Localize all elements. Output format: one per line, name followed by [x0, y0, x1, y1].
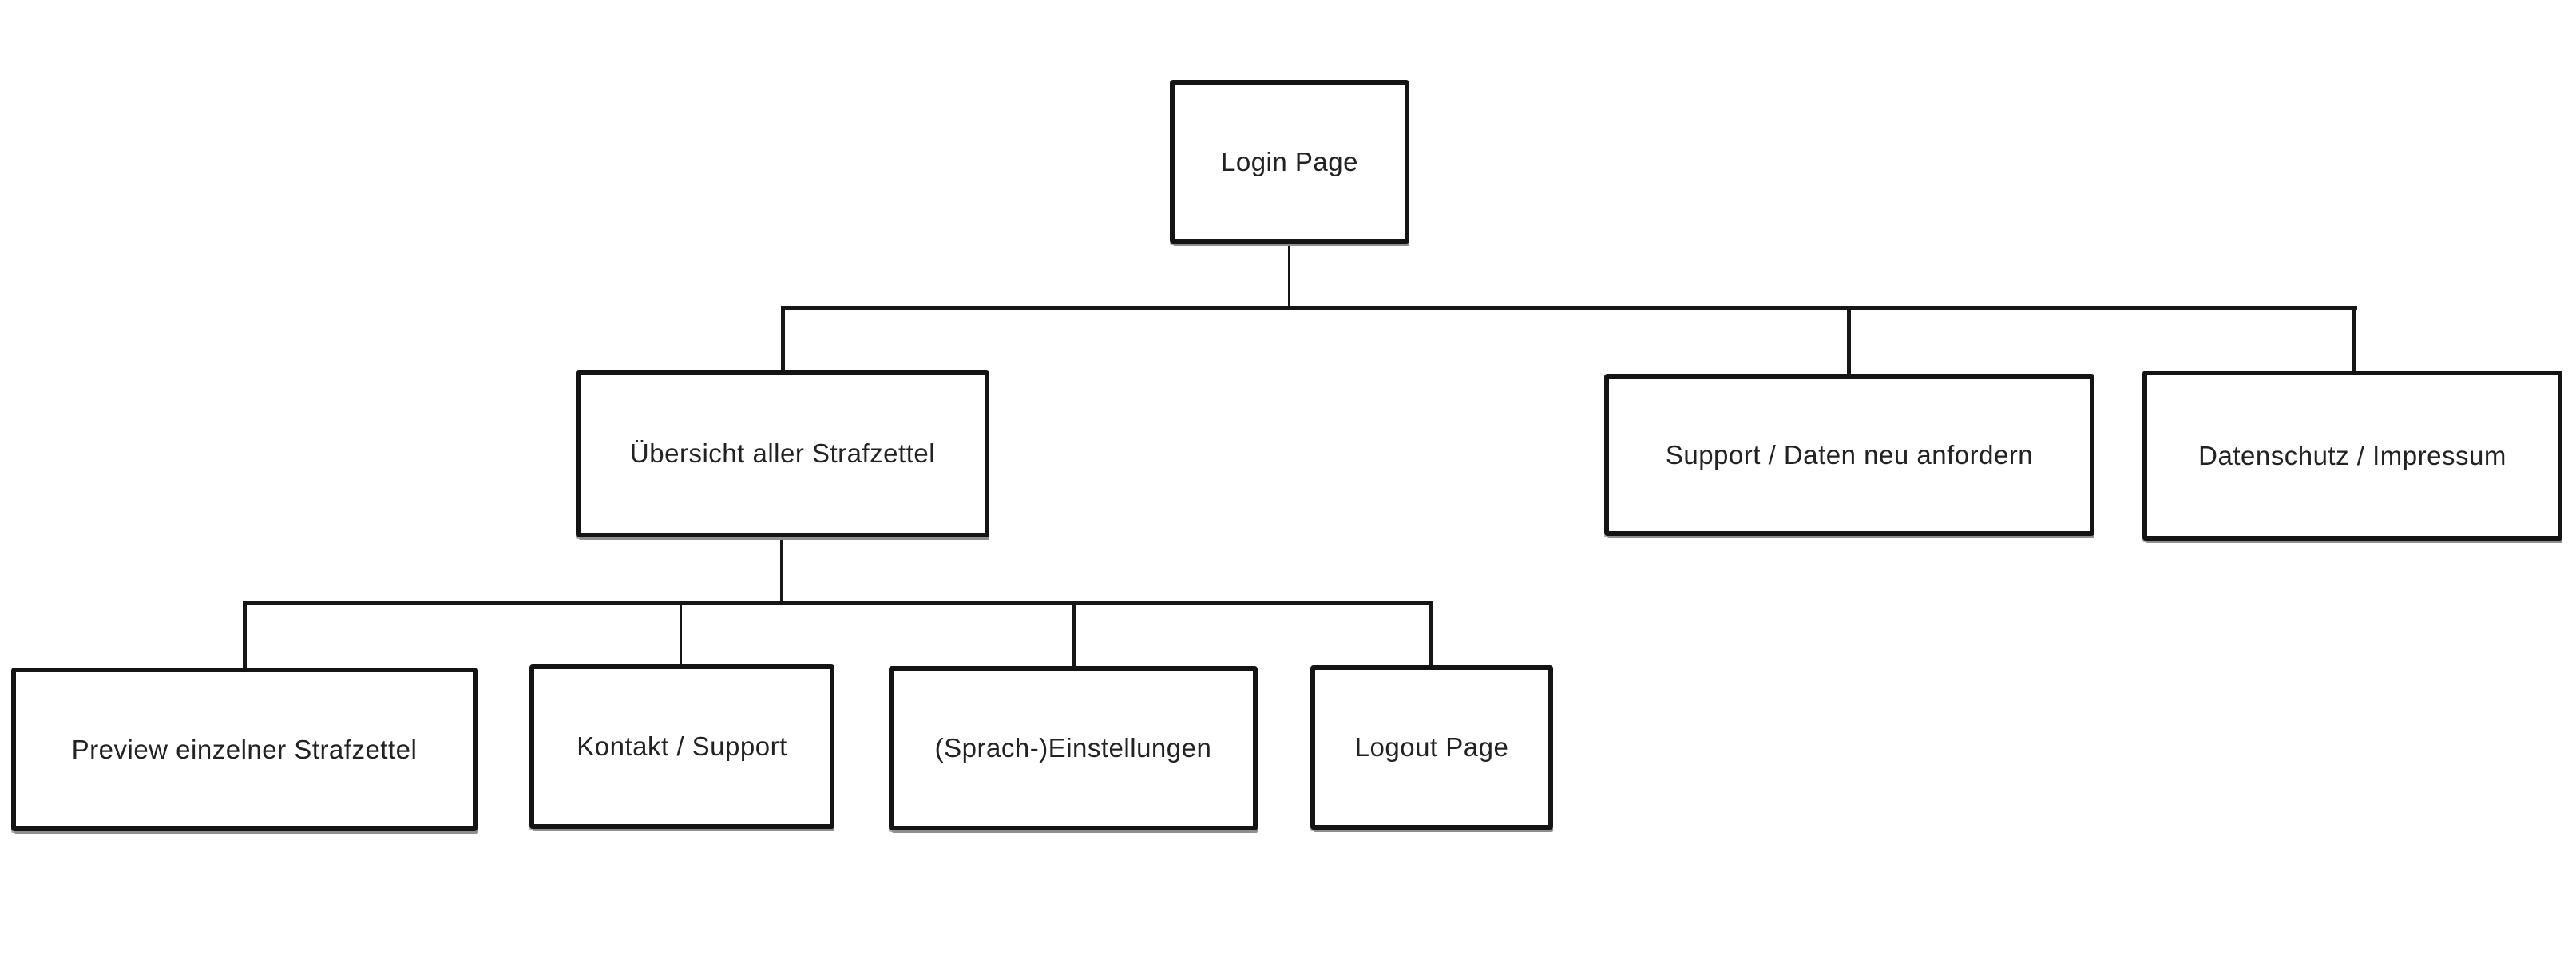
node-datenschutz-impressum[interactable]: Datenschutz / Impressum — [2142, 371, 2562, 541]
node-kontakt-support[interactable]: Kontakt / Support — [529, 664, 834, 829]
connector-login-stem — [1288, 242, 1290, 309]
node-sprach-label: (Sprach-)Einstellungen — [934, 733, 1212, 763]
node-preview-label: Preview einzelner Strafzettel — [71, 734, 418, 764]
node-datenschutz-label: Datenschutz / Impressum — [2198, 440, 2507, 470]
connector-drop-logout — [1429, 601, 1433, 668]
connector-drop-sprach — [1072, 601, 1076, 668]
connector-drop-support — [1847, 306, 1851, 376]
connector-drop-preview — [243, 601, 247, 670]
connector-level2-horizontal — [781, 306, 2357, 310]
connector-drop-uebersicht — [781, 306, 785, 373]
node-kontakt-label: Kontakt / Support — [577, 731, 787, 761]
connector-drop-kontakt — [680, 601, 682, 667]
node-support-label: Support / Daten neu anfordern — [1665, 439, 2034, 470]
node-logout-page[interactable]: Logout Page — [1310, 665, 1553, 830]
connector-drop-datenschutz — [2352, 306, 2356, 373]
node-support-daten-neu-anfordern[interactable]: Support / Daten neu anfordern — [1604, 374, 2094, 536]
node-uebersicht-label: Übersicht aller Strafzettel — [629, 438, 936, 468]
connector-uebersicht-stem — [780, 536, 783, 603]
node-uebersicht-aller-strafzettel[interactable]: Übersicht aller Strafzettel — [576, 370, 989, 537]
node-sprach-einstellungen[interactable]: (Sprach-)Einstellungen — [889, 666, 1258, 830]
node-logout-label: Logout Page — [1354, 732, 1509, 762]
node-preview-einzelner-strafzettel[interactable]: Preview einzelner Strafzettel — [11, 668, 478, 831]
connector-level3-horizontal — [243, 601, 1433, 605]
node-login-page[interactable]: Login Page — [1170, 80, 1409, 244]
node-login-page-label: Login Page — [1221, 146, 1358, 176]
